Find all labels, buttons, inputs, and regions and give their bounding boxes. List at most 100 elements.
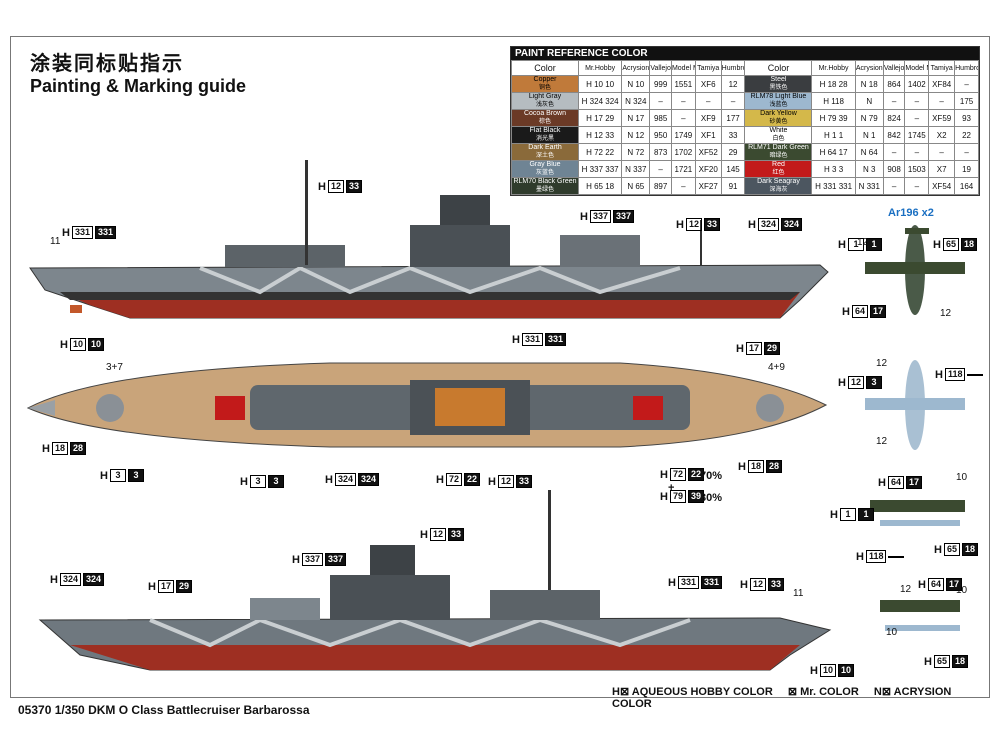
h-code: 17 <box>157 580 174 593</box>
h-prefix: H <box>830 508 838 521</box>
color-name: RLM71 Dark Green <box>748 144 809 152</box>
h-prefix: H <box>436 473 444 486</box>
mr-code: 324 <box>82 573 105 586</box>
h-prefix: H <box>100 469 108 482</box>
color-name: Light Gray <box>528 93 562 101</box>
h-code: 12 <box>847 376 864 389</box>
pct-plus: + <box>668 482 675 494</box>
mr-code: 28 <box>765 460 782 473</box>
h-code: 324 <box>334 473 356 486</box>
color-name: Copper <box>533 76 557 84</box>
h-prefix: H <box>878 476 886 489</box>
h-code: 331 <box>521 333 543 346</box>
color-name-cn: 深海灰 <box>769 187 788 193</box>
h-code: 3 <box>109 469 126 482</box>
h-prefix: H <box>924 655 932 668</box>
color-name: Red <box>772 161 785 169</box>
paint-code: N 65 <box>621 177 651 195</box>
h-prefix: H <box>325 473 333 486</box>
mr-code: 324 <box>357 473 380 486</box>
h-prefix: H <box>736 342 744 355</box>
deck-plan <box>26 362 828 448</box>
paint-code: H 331 331 <box>811 177 856 195</box>
h-prefix: H <box>748 218 756 231</box>
color-name: Dark Yellow <box>760 110 797 118</box>
h-code: 12 <box>327 180 344 193</box>
paint-code: N 331 <box>854 177 884 195</box>
mr-code: 29 <box>175 580 192 593</box>
h-prefix: H <box>62 226 70 239</box>
color-name-cn: 棕色 <box>539 119 552 125</box>
aircraft-title: Ar196 x2 <box>888 207 934 219</box>
color-name-cn: 墨绿色 <box>536 187 555 193</box>
h-code: 18 <box>51 442 68 455</box>
pct-30: 30% <box>700 492 723 504</box>
paint-code: XF54 <box>928 177 956 195</box>
h-code: 3 <box>249 475 266 488</box>
color-name: Cocoa Brown <box>523 110 567 118</box>
color-name-cn: 深土色 <box>536 153 555 159</box>
h-code: 64 <box>887 476 904 489</box>
mr-code: 33 <box>345 180 362 193</box>
paint-code: N 18 <box>854 75 884 93</box>
h-prefix: H <box>512 333 520 346</box>
h-prefix: H <box>420 528 428 541</box>
side-profile-bottom <box>38 490 832 671</box>
h-prefix: H <box>842 305 850 318</box>
mr-code: 3 <box>865 376 882 389</box>
marking-number: 10 <box>956 585 968 596</box>
mr-code: 331 <box>700 576 723 589</box>
mr-code: 18 <box>961 543 978 556</box>
color-name: RLM70 Black Green <box>513 178 577 186</box>
marking-number: 10 <box>886 627 898 638</box>
paint-code: – <box>904 177 930 195</box>
h-code: 12 <box>497 475 514 488</box>
paint-code: XF6 <box>694 75 722 93</box>
paint-table-header-row: Color Mr.Hobby Acrysion Vallejo Model Ma… <box>510 60 979 76</box>
mr-code: 337 <box>612 210 635 223</box>
h-code: 118 <box>944 368 966 381</box>
mr-code: 331 <box>544 333 567 346</box>
color-legend: H⊠ AQUEOUS HOBBY COLOR ⊠ Mr. COLOR N⊠ AC… <box>612 685 1000 710</box>
legend-acrysion: N⊠ ACRYSION COLOR <box>612 686 952 710</box>
h-code: 12 <box>429 528 446 541</box>
h-prefix: H <box>934 543 942 556</box>
mr-code: 324 <box>780 218 803 231</box>
h-code: 324 <box>757 218 779 231</box>
product-caption: 05370 1/350 DKM O Class Battlecruiser Ba… <box>18 703 310 717</box>
mr-code: 17 <box>869 305 886 318</box>
mr-code: 1 <box>857 508 874 521</box>
h-prefix: H <box>838 376 846 389</box>
paint-reference-table: PAINT REFERENCE COLOR Color Mr.Hobby Acr… <box>510 46 980 196</box>
mr-code: 33 <box>767 578 784 591</box>
marking-number: 12 <box>940 308 952 319</box>
